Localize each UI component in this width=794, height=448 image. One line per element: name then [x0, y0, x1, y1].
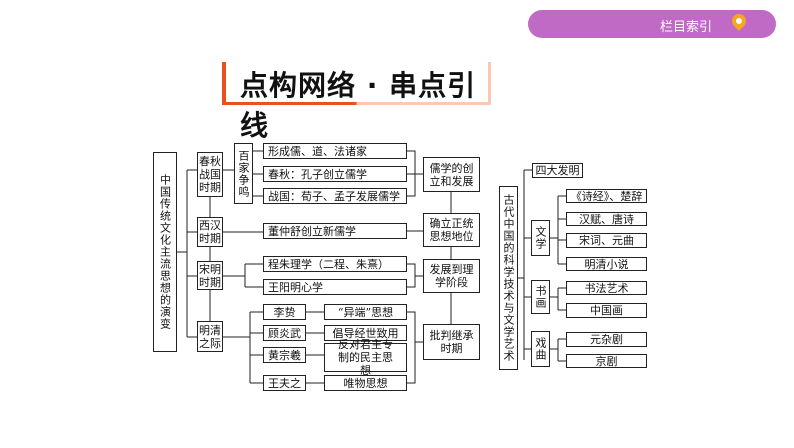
stage-node: 批判继承时期 [423, 324, 480, 360]
stage-node: 儒学的创立和发展 [423, 157, 480, 192]
group-node: 文学 [531, 220, 550, 256]
opera-node: 元杂剧 [566, 332, 647, 347]
period-node: 春秋战国时期 [197, 152, 223, 197]
opera-node: 京剧 [566, 354, 647, 368]
person-node: 黄宗羲 [263, 347, 306, 363]
literature-node: 《诗经》、楚辞 [566, 189, 647, 203]
literature-node: 宋词、元曲 [566, 233, 647, 248]
item-node: 战国：荀子、孟子发展儒学 [263, 188, 407, 204]
literature-node: 明清小说 [566, 257, 647, 271]
item-node: 董仲舒创立新儒学 [263, 223, 407, 239]
right-root-node: 古代中国的科学技术与文学艺术 [499, 186, 518, 370]
person-node: 顾炎武 [263, 325, 306, 341]
thought-node: 唯物思想 [324, 375, 407, 391]
group-node: 书画 [531, 280, 550, 314]
thought-node: “异端”思想 [324, 304, 407, 320]
column-index-label: 栏目索引 [659, 20, 712, 35]
period-node: 西汉时期 [197, 217, 223, 247]
stage-node: 发展到理学阶段 [423, 259, 480, 293]
item-node: 王阳明心学 [263, 279, 407, 295]
group-node: 戏曲 [531, 331, 550, 367]
period-node: 宋明时期 [197, 261, 223, 290]
inventions-node: 四大发明 [532, 163, 583, 178]
thought-node: 反对君主专制的民主思想 [324, 338, 407, 377]
root-node: 中国传统文化主流思想的演变 [153, 152, 177, 352]
painting-node: 中国画 [566, 303, 647, 318]
column-index-button[interactable]: 栏目索引 [528, 10, 776, 38]
period-node: 明清之际 [197, 321, 223, 352]
section-banner: 点构网络 · 串点引线 [222, 62, 491, 142]
thought-node: 倡导经世致用 [324, 325, 407, 341]
baijia-node: 百家争鸣 [234, 143, 253, 204]
item-node: 春秋：孔子创立儒学 [263, 166, 407, 182]
section-title: 点构网络 · 串点引线 [240, 69, 477, 142]
person-node: 李贽 [263, 304, 306, 320]
item-node: 形成儒、道、法诸家 [263, 143, 407, 159]
stage-node: 确立正统思想地位 [423, 213, 480, 247]
literature-node: 汉赋、唐诗 [566, 212, 647, 226]
person-node: 王夫之 [263, 375, 306, 391]
item-node: 程朱理学（二程、朱熹） [263, 256, 407, 272]
painting-node: 书法艺术 [566, 281, 647, 295]
